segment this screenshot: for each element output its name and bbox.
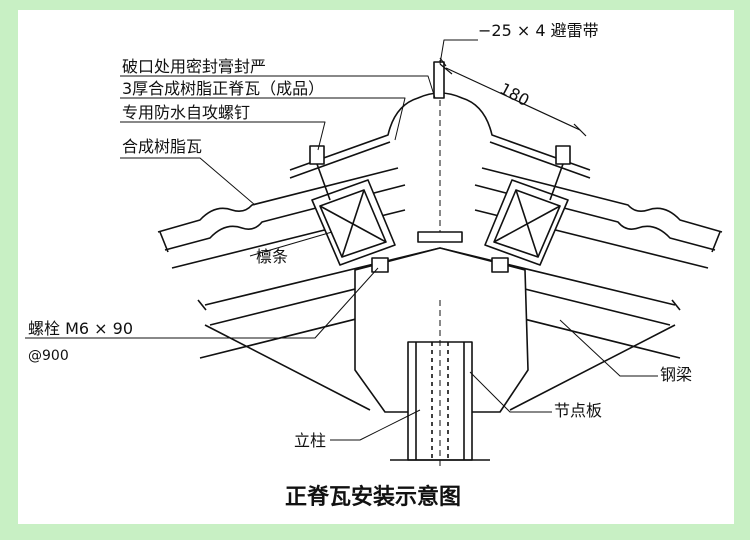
label-column: 立柱	[294, 431, 326, 450]
label-seal: 破口处用密封膏封严	[122, 57, 266, 76]
leader-lines	[25, 39, 658, 441]
diagram-title: 正脊瓦安装示意图	[285, 484, 461, 510]
label-purlin: 檩条	[256, 247, 288, 266]
lightning-strip	[433, 61, 445, 99]
dimension-180	[439, 57, 587, 137]
purlin-left	[311, 179, 396, 266]
label-steel-beam: 钢梁	[660, 365, 692, 384]
bolt-left	[371, 257, 389, 273]
label-ridge-tile: 3厚合成树脂正脊瓦（成品）	[122, 79, 324, 98]
label-gusset: 节点板	[554, 401, 602, 420]
screw-left	[309, 145, 331, 201]
screw-right	[549, 145, 571, 201]
label-lightning-strip: −25 × 4 避雷带	[478, 21, 599, 40]
purlin-right	[484, 179, 569, 266]
label-bolt-spacing: @900	[28, 348, 69, 364]
label-bolt: 螺栓 M6 × 90	[28, 319, 133, 338]
label-roof-tile: 合成树脂瓦	[122, 137, 202, 156]
label-screw: 专用防水自攻螺钉	[122, 103, 250, 122]
bolt-right	[491, 257, 509, 273]
ridge-connector	[417, 231, 463, 243]
